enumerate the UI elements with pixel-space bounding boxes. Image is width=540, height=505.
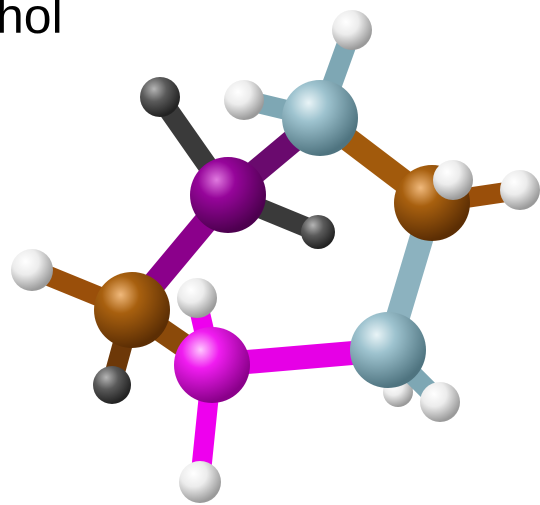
hydrogen-atom-right-inner — [433, 160, 473, 200]
magenta-atom — [174, 327, 250, 403]
hydrogen-atom-top — [332, 10, 372, 50]
purple-atom — [190, 157, 266, 233]
hydrogen-atom-lower-right — [420, 382, 460, 422]
hydrogen-atom-upper-left — [224, 80, 264, 120]
hydrogen-atom-right — [500, 170, 540, 210]
hydrogen-atom-left — [11, 249, 53, 291]
orange-atom-left — [94, 272, 170, 348]
hydrogen-front-group — [11, 10, 540, 503]
hydrogen-atom-bottom — [179, 461, 221, 503]
hydrogen-atom-lower-left — [93, 366, 131, 404]
teal-atom-top — [282, 80, 358, 156]
hydrogen-atom-back-left — [140, 77, 180, 117]
image-caption: hol — [0, 0, 63, 44]
teal-atom-bottom — [350, 312, 426, 388]
hydrogen-atom-center — [177, 278, 217, 318]
hydrogen-atom-back-right — [301, 215, 335, 249]
